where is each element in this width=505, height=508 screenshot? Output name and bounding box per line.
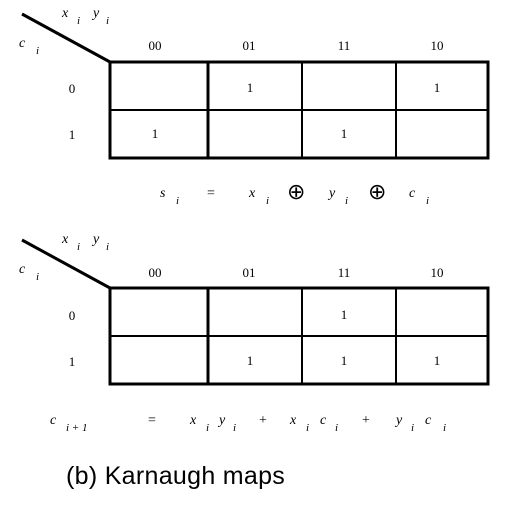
kmap-sum-cell: 1 [341, 126, 348, 141]
equation-var: y [217, 413, 226, 428]
kmap-carry-row-var-c-sub: i [36, 271, 39, 283]
or-operator: + [362, 413, 370, 428]
equation-var-sub: i [266, 195, 269, 207]
kmap-sum-col-header: 10 [431, 38, 444, 53]
equation-var-sub: i [345, 195, 348, 207]
kmap-sum-col-header: 01 [243, 38, 256, 53]
kmap-sum-col-var-x-sub: i [77, 15, 80, 27]
kmap-sum-col-var-y-sub: i [106, 15, 109, 27]
kmap-sum-equation: s i = x i ⊕ y i ⊕ c i [160, 179, 429, 207]
kmap-carry-row-header: 0 [69, 308, 76, 323]
kmap-sum-col-var-x: x [61, 6, 69, 21]
kmap-sum-cell: 1 [434, 80, 441, 95]
equation-equals: = [207, 186, 215, 201]
equation-var: x [248, 186, 256, 201]
equation-var: y [394, 413, 403, 428]
equation-var: c [409, 186, 416, 201]
kmap-sum-cell: 1 [152, 126, 159, 141]
kmap-carry-row-var-c: c [19, 262, 26, 277]
kmap-carry-row-header: 1 [69, 354, 76, 369]
equation-var: x [189, 413, 197, 428]
kmap-carry-diagonal [21, 238, 111, 290]
equation-var: x [289, 413, 297, 428]
kmap-sum: x i y i c i 00 01 11 10 0 1 1 1 1 1 s i … [19, 6, 490, 207]
kmap-carry-col-header: 00 [149, 265, 162, 280]
equation-var: y [327, 186, 336, 201]
kmap-sum-row-var-c: c [19, 36, 26, 51]
kmap-sum-col-var-y: y [91, 6, 100, 21]
kmap-carry-equation: c i + 1 = x i y i + x i c i + y i c i [50, 413, 446, 434]
or-operator: + [259, 413, 267, 428]
equation-var-sub: i [206, 422, 209, 434]
kmap-carry-cell: 1 [341, 307, 348, 322]
xor-operator: ⊕ [368, 179, 386, 204]
equation-var-sub: i [426, 195, 429, 207]
kmap-carry-col-var-y: y [91, 232, 100, 247]
kmap-carry-col-header: 10 [431, 265, 444, 280]
kmap-sum-cell: 1 [247, 80, 254, 95]
equation-var: c [425, 413, 432, 428]
kmap-sum-row-var-c-sub: i [36, 45, 39, 57]
kmap-sum-row-header: 0 [69, 81, 76, 96]
kmap-carry-col-header: 01 [243, 265, 256, 280]
equation-var-sub: i [443, 422, 446, 434]
kmap-sum-col-header: 11 [338, 38, 351, 53]
kmap-sum-diagonal [21, 12, 111, 64]
equation-var-sub: i [335, 422, 338, 434]
kmap-carry-cell: 1 [247, 353, 254, 368]
kmap-carry: x i y i c i 00 01 11 10 0 1 1 1 1 1 c i … [19, 232, 490, 434]
equation-lhs: c [50, 413, 57, 428]
kmap-carry-col-var-x: x [61, 232, 69, 247]
kmap-carry-cell: 1 [434, 353, 441, 368]
equation-lhs: s [160, 186, 166, 201]
equation-equals: = [148, 413, 156, 428]
figure-caption: (b) Karnaugh maps [66, 462, 286, 490]
equation-lhs-sub: i [176, 195, 179, 207]
equation-lhs-sub: i + 1 [66, 422, 87, 434]
equation-var: c [320, 413, 327, 428]
xor-operator: ⊕ [287, 179, 305, 204]
equation-var-sub: i [411, 422, 414, 434]
equation-var-sub: i [233, 422, 236, 434]
kmap-sum-col-header: 00 [149, 38, 162, 53]
kmap-carry-col-var-x-sub: i [77, 241, 80, 253]
kmap-sum-row-header: 1 [69, 127, 76, 142]
kmap-carry-col-var-y-sub: i [106, 241, 109, 253]
kmap-carry-cell: 1 [341, 353, 348, 368]
equation-var-sub: i [306, 422, 309, 434]
kmap-carry-col-header: 11 [338, 265, 351, 280]
